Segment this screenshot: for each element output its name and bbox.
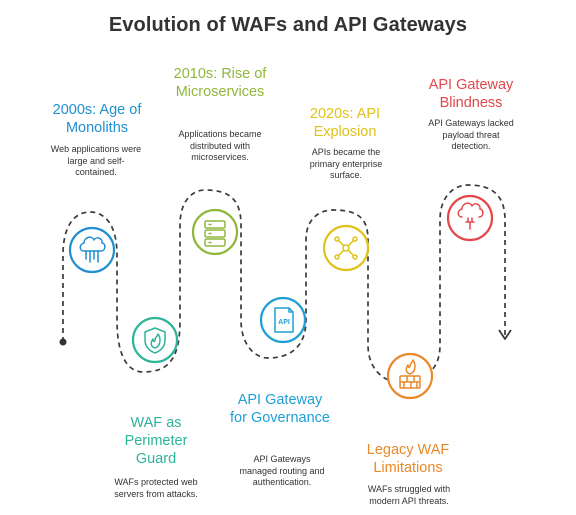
stage-4-description: API Gateways managed routing and authent… [239,454,325,487]
stage-4-heading: API Gateway for Governance [230,392,330,426]
stage-3-heading: 2010s: Rise of Microservices [173,66,267,100]
stage-3-description: Applications became distributed with mic… [178,129,262,162]
stage-1-heading: 2000s: Age of Monoliths [52,102,142,136]
stage-4-node: API [259,296,307,344]
stage-5-heading: 2020s: API Explosion [309,106,381,140]
server-stack-icon [204,220,226,247]
cloud-plug-icon [457,202,484,230]
stage-1-description: Web applications were large and self-con… [50,144,142,177]
stage-6-description: WAFs struggled with modern API threats. [367,484,451,506]
timeline-path [62,184,506,383]
firewall-icon [399,359,421,389]
stage-2-node [131,316,179,364]
stage-6-node [386,352,434,400]
svg-text:API: API [278,319,290,326]
timeline-start-dot [59,338,67,346]
stage-7-heading: API Gateway Blindness [428,77,514,111]
stage-7-description: API Gateways lacked payload threat detec… [428,118,514,151]
cloud-network-icon [79,236,106,263]
stage-7-node [446,194,494,242]
stage-6-heading: Legacy WAF Limitations [366,442,450,476]
network-nodes-icon [334,236,358,260]
fire-shield-icon [144,327,166,354]
stage-2-heading: WAF as Perimeter Guard [124,415,188,467]
stage-5-node [322,224,370,272]
timeline-end-arrow-icon [498,329,512,340]
stage-3-node [191,208,239,256]
diagram-title: Evolution of WAFs and API Gateways [108,14,468,36]
stage-2-description: WAFs protected web servers from attacks. [114,477,198,499]
api-document-icon: API [274,307,294,333]
stage-1-node [68,226,116,274]
stage-5-description: APIs became the primary enterprise surfa… [309,147,383,180]
